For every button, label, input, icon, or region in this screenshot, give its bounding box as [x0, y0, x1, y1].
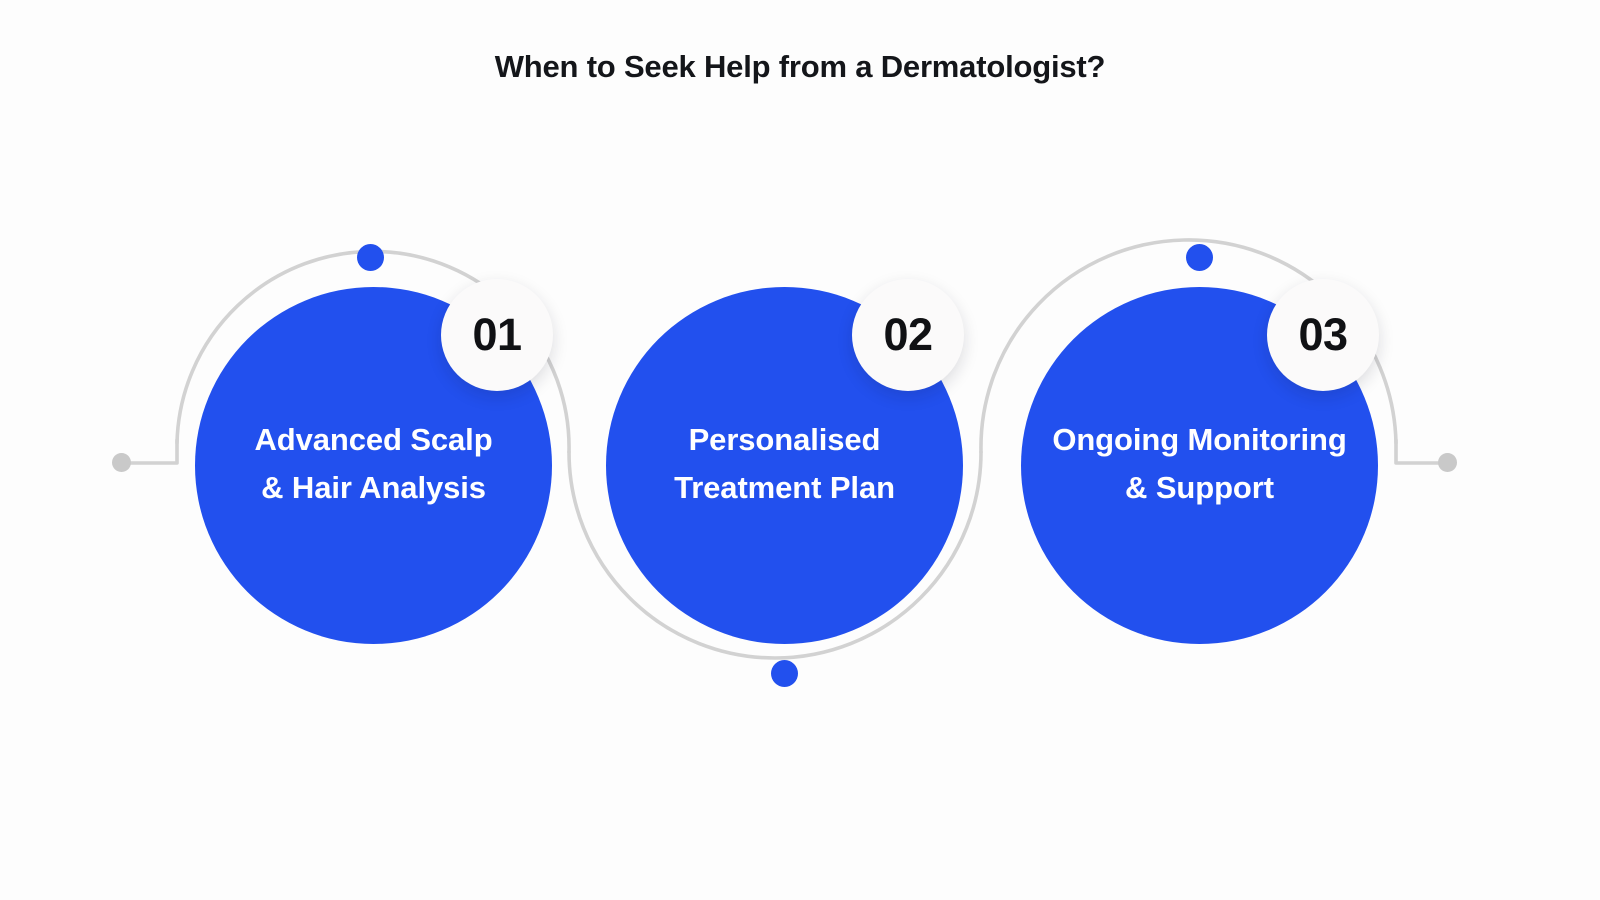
step-number-2: 02	[883, 309, 933, 360]
step-node-dot-2	[771, 660, 798, 687]
step-number-badge-3[interactable]: 03	[1267, 279, 1379, 391]
connector-arc-2	[567, 450, 983, 660]
step-number-badge-2[interactable]: 02	[852, 279, 964, 391]
connector-right-stub	[1394, 438, 1449, 465]
step-label-3: Ongoing Monitoring & Support	[1052, 422, 1347, 505]
page-title: When to Seek Help from a Dermatologist?	[494, 49, 1106, 84]
step-node-dot-3	[1186, 244, 1213, 271]
step-label-2: Personalised Treatment Plan	[674, 422, 895, 505]
connector-left-stub	[120, 438, 179, 465]
step-number-1: 01	[472, 309, 522, 360]
step-node-dot-1	[357, 244, 384, 271]
step-number-3: 03	[1298, 309, 1348, 360]
track-end-dot-right	[1438, 453, 1457, 472]
step-number-badge-1[interactable]: 01	[441, 279, 553, 391]
track-end-dot-left	[112, 453, 131, 472]
step-label-1: Advanced Scalp & Hair Analysis	[254, 422, 493, 505]
